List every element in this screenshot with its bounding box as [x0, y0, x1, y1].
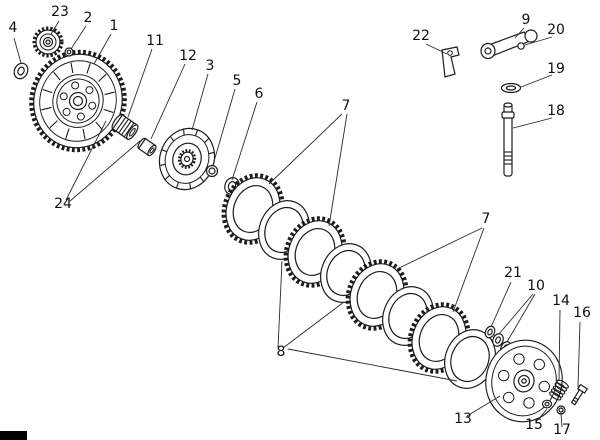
part-label-1: 1 [110, 18, 119, 34]
part-label-24: 24 [54, 196, 72, 212]
leader-line [498, 293, 534, 335]
leader-line [520, 74, 553, 88]
leader-line [69, 140, 141, 202]
lever-pin [517, 42, 525, 50]
leader-line [425, 43, 448, 55]
part-label-11: 11 [146, 33, 164, 49]
seal-washer [500, 82, 522, 94]
leader-line [231, 101, 258, 181]
leader-line [191, 73, 209, 131]
support-bracket [441, 46, 460, 78]
small-washer [541, 399, 553, 409]
leader-line [490, 281, 512, 328]
spacer-bushing [137, 137, 157, 157]
thrust-bearing [484, 325, 496, 339]
part-label-6: 6 [255, 86, 264, 102]
part-label-20: 20 [547, 22, 565, 38]
steel-plate [444, 329, 496, 389]
leader-line [50, 20, 60, 35]
leader-line [70, 25, 87, 50]
leader-line [514, 27, 525, 39]
leader-lines [13, 20, 581, 428]
leader-line [13, 37, 22, 64]
leader-line [558, 309, 561, 382]
shim-washer [13, 62, 29, 80]
leader-line [452, 227, 485, 313]
leader-line [127, 48, 153, 118]
leader-line [396, 227, 483, 270]
part-label-8: 8 [277, 344, 286, 360]
leader-line [268, 113, 343, 185]
leader-line [577, 321, 581, 388]
spring [549, 379, 569, 401]
retaining-bolt [64, 47, 74, 57]
part-label-21: 21 [504, 265, 522, 281]
leader-line [212, 88, 236, 166]
part-label-16: 16 [573, 305, 591, 321]
leader-line [328, 113, 348, 227]
leader-line [466, 395, 501, 417]
part-label-12: 12 [179, 48, 197, 64]
part-label-23: 23 [51, 4, 69, 20]
part-label-5: 5 [233, 73, 242, 89]
spring-bolt [570, 383, 589, 406]
part-label-15: 15 [525, 417, 543, 433]
washer [492, 333, 504, 347]
part-label-19: 19 [547, 61, 565, 77]
small-nut [556, 405, 566, 415]
part-labels: 4 23 2 1 11 12 3 5 6 7 22 9 20 19 18 7 2… [9, 4, 591, 438]
leader-line [277, 260, 283, 349]
part-label-3: 3 [206, 58, 215, 74]
hub-nut [205, 164, 219, 178]
part-label-9: 9 [522, 12, 531, 28]
leader-line [560, 412, 563, 428]
leader-line [287, 348, 458, 382]
part-label-17: 17 [553, 422, 571, 438]
part-label-18: 18 [547, 103, 565, 119]
needle-bearing [111, 114, 139, 140]
leader-line [535, 408, 548, 423]
part-label-10: 10 [527, 278, 545, 294]
part-label-14: 14 [552, 293, 570, 309]
part-label-13: 13 [454, 411, 472, 427]
leader-line [93, 33, 112, 65]
clutch-hub [158, 127, 216, 191]
corner-mark [0, 431, 27, 440]
leader-line [524, 36, 553, 46]
part-label-7b: 7 [482, 211, 491, 227]
leader-line [65, 120, 107, 201]
clutch-release-lever [480, 29, 538, 60]
part-label-22: 22 [412, 28, 430, 44]
part-label-4: 4 [9, 20, 18, 36]
leader-line [150, 63, 186, 140]
leader-line [506, 293, 536, 343]
push-rod [501, 102, 515, 177]
part-label-2: 2 [84, 10, 93, 26]
clutch-basket [29, 49, 127, 153]
leader-line [282, 301, 345, 349]
drive-gear [32, 26, 64, 58]
part-label-7a: 7 [342, 98, 351, 114]
leader-line [512, 117, 553, 129]
